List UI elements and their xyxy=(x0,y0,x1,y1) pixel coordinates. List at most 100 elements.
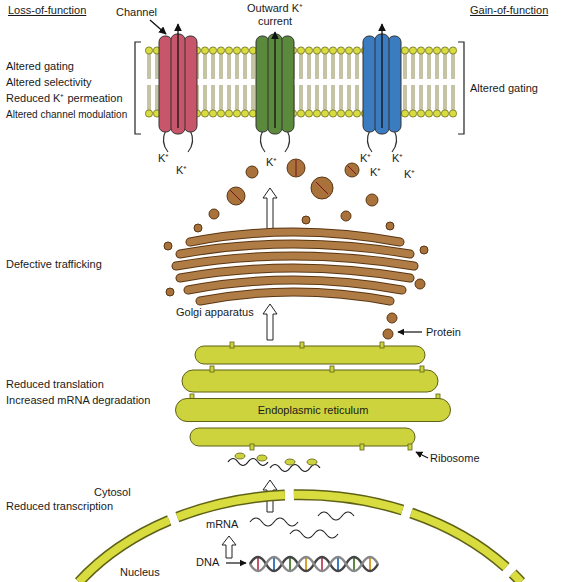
vesicle xyxy=(302,216,310,224)
vesicle xyxy=(209,209,219,219)
er-cisterna: Endoplasmic reticulum xyxy=(175,398,451,422)
dna-helix xyxy=(250,557,378,571)
nuclear-envelope xyxy=(79,495,521,582)
vesicle xyxy=(194,159,394,232)
ribosome xyxy=(285,459,295,465)
part-label: Channel xyxy=(116,6,166,19)
mrna-strand xyxy=(270,465,320,472)
ribosome xyxy=(360,444,364,450)
bracket xyxy=(458,42,464,134)
ribosome xyxy=(250,444,254,450)
vesicle xyxy=(246,166,258,178)
defect-label: Reduced transcription xyxy=(6,500,146,513)
ribosome xyxy=(300,342,304,348)
mrna-strand xyxy=(250,512,354,538)
leader-line xyxy=(226,562,246,563)
golgi-stack xyxy=(180,244,410,254)
part-label: Ribosome xyxy=(430,452,500,465)
golgi-stack xyxy=(190,232,400,242)
vesicle xyxy=(341,211,351,221)
region-label: Nucleus xyxy=(120,566,180,579)
dna-helix xyxy=(250,557,378,571)
ribosome xyxy=(330,366,334,372)
vesicle xyxy=(386,222,394,230)
vesicle xyxy=(164,242,172,250)
bracket xyxy=(135,42,141,134)
vesicle-channel xyxy=(230,160,356,202)
golgi-stack xyxy=(188,280,402,290)
mrna-strand xyxy=(318,512,354,520)
node-text: Endoplasmic reticulum xyxy=(258,404,369,416)
ribosome xyxy=(380,342,384,348)
current-arrow xyxy=(150,20,166,34)
er-cisterna xyxy=(195,346,425,364)
ribosome xyxy=(420,366,424,372)
dna-helix xyxy=(250,557,378,571)
flow-arrow xyxy=(263,188,277,230)
current-arrow xyxy=(177,24,178,128)
section-heading: Loss-of-function xyxy=(8,4,118,17)
current-arrow xyxy=(150,20,382,128)
vesicle xyxy=(420,246,428,254)
leader-line xyxy=(416,452,428,458)
mrna-strand xyxy=(290,530,338,538)
dna-helix xyxy=(305,558,307,570)
defect-label: Reduced K⁺ permeation xyxy=(6,92,134,105)
mrna-strand xyxy=(228,459,320,472)
dna-helix xyxy=(353,558,355,570)
golgi-stack xyxy=(176,256,414,266)
dna-helix xyxy=(321,558,323,570)
golgi-stack xyxy=(176,232,414,301)
defect-label: Altered channel modulation xyxy=(6,108,136,121)
vesicle xyxy=(166,288,174,296)
vesicle xyxy=(164,242,428,339)
bracket xyxy=(135,42,464,134)
defect-label: Altered gating xyxy=(6,60,134,73)
er-cisterna xyxy=(182,346,438,446)
part-label: Golgi apparatus xyxy=(176,306,266,319)
ribosome xyxy=(190,342,440,450)
part-label: mRNA xyxy=(206,518,246,531)
vesicle xyxy=(383,329,393,339)
current-arrow xyxy=(381,24,382,128)
part-label: Outward K⁺ current xyxy=(240,2,310,28)
ribosome xyxy=(408,444,412,450)
part-label: Protein xyxy=(426,326,486,339)
nuclear-envelope xyxy=(79,495,521,582)
golgi-stack xyxy=(176,232,414,301)
ribosome xyxy=(210,366,214,372)
golgi-stack xyxy=(180,268,410,278)
ion-label: K⁺ xyxy=(176,164,196,177)
current-arrow xyxy=(274,32,275,128)
ribosome xyxy=(235,453,245,459)
defect-label: Defective trafficking xyxy=(6,258,146,271)
vesicle xyxy=(194,224,202,232)
ribosome xyxy=(257,455,267,461)
ribosome xyxy=(307,459,317,465)
dna-helix xyxy=(369,558,371,570)
defect-label: Altered selectivity xyxy=(6,76,134,89)
vesicle xyxy=(415,279,425,289)
defect-label: Reduced translation xyxy=(6,378,156,391)
er-cisterna xyxy=(190,428,415,446)
ribosome xyxy=(235,453,317,465)
potassium-channel xyxy=(159,34,401,152)
er-cisterna xyxy=(182,370,438,392)
ion-label: K⁺ xyxy=(370,166,390,179)
dna-helix xyxy=(273,558,275,570)
flow-arrow xyxy=(222,536,236,558)
golgi-stack xyxy=(176,232,414,301)
nuclear-envelope xyxy=(79,495,521,582)
ion-label: K⁺ xyxy=(404,168,424,181)
golgi-stack xyxy=(200,292,390,301)
leader-line xyxy=(398,331,422,332)
flow-arrow xyxy=(263,304,277,340)
dna-helix xyxy=(289,558,291,570)
ion-label: K⁺ xyxy=(392,152,412,165)
vesicle xyxy=(366,194,378,206)
ion-label: K⁺ xyxy=(360,152,380,165)
defect-label: Increased mRNA degradation xyxy=(6,394,166,407)
vesicle-channel xyxy=(230,160,356,202)
dna-helix xyxy=(257,558,259,570)
vesicle xyxy=(387,313,397,323)
